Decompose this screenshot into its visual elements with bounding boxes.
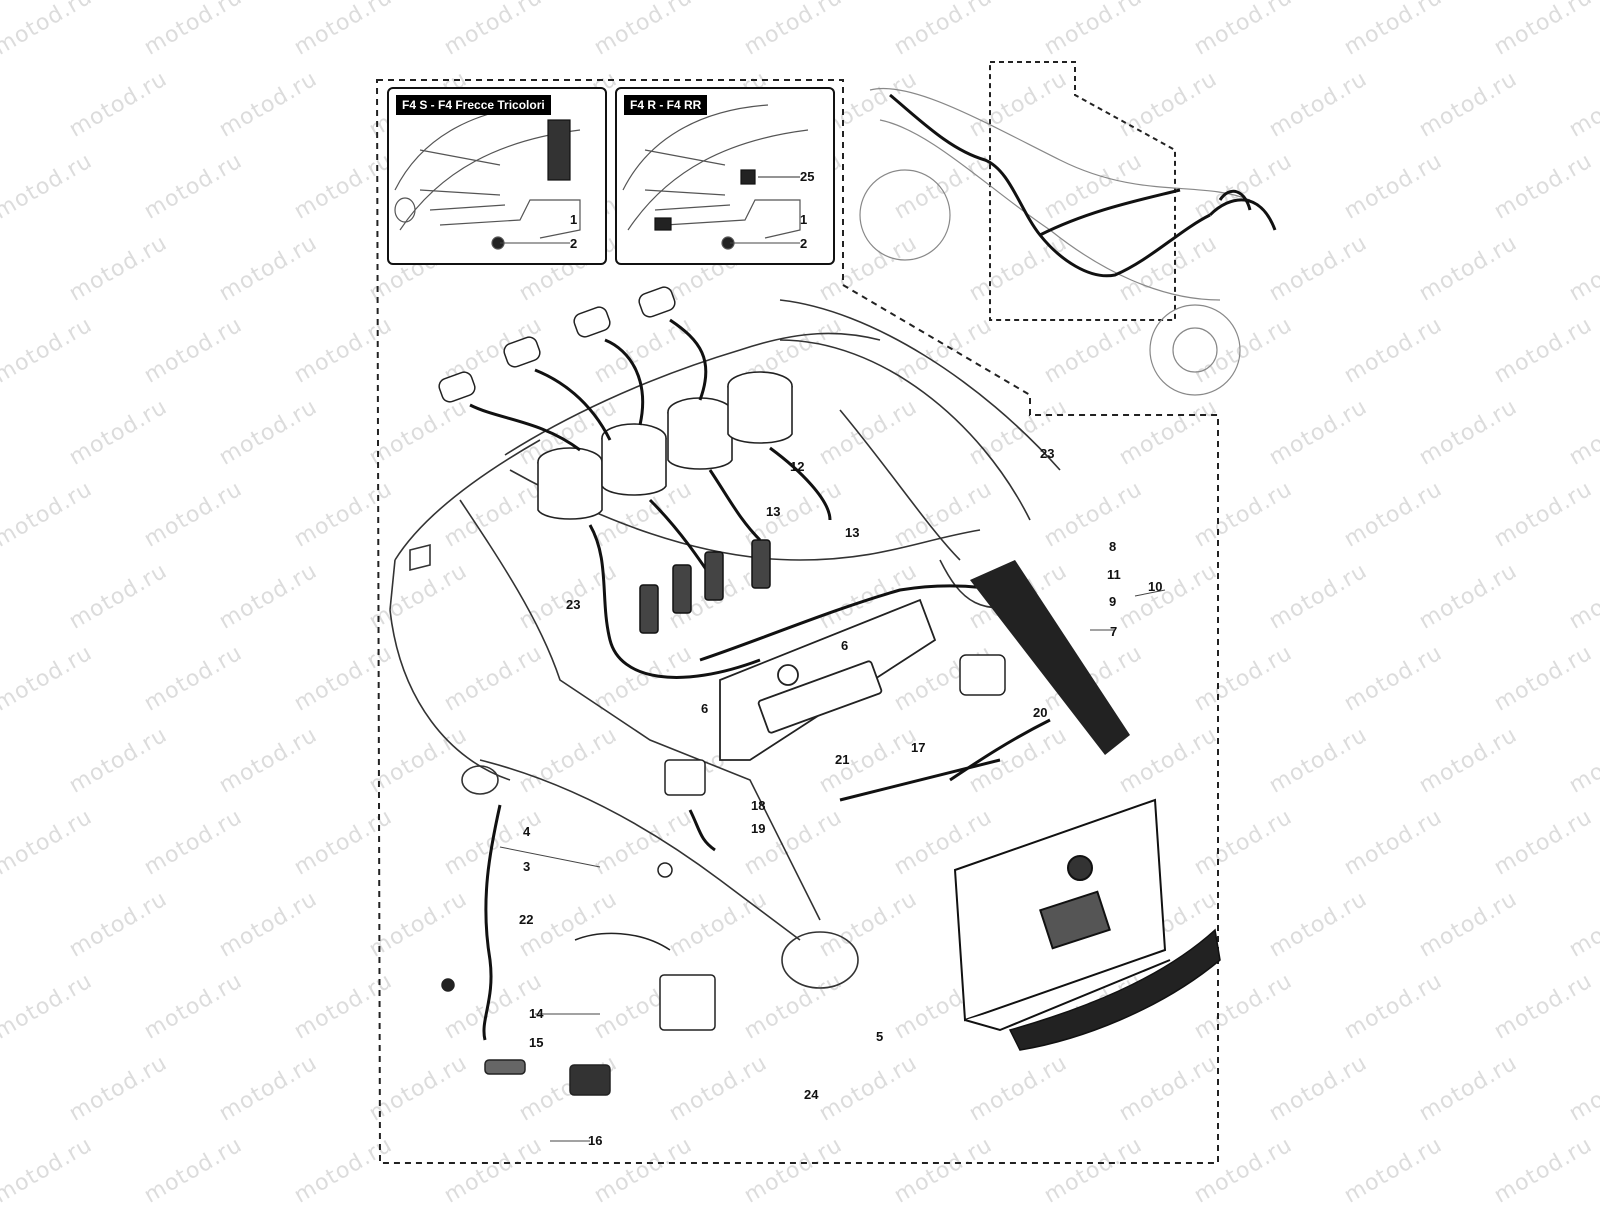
callout-18: 18 (751, 798, 766, 813)
callout-4: 4 (523, 824, 531, 839)
callout-17: 17 (911, 740, 926, 755)
callout-13-upper: 13 (766, 504, 781, 519)
ecu-unit (953, 798, 1171, 1032)
callout-6-plate: 6 (841, 638, 849, 653)
callout-15: 15 (529, 1035, 544, 1050)
callout-16: 16 (588, 1133, 603, 1148)
bike-overview-harness (889, 93, 1277, 278)
inset-1-callout-2: 2 (570, 236, 578, 251)
callout-7: 7 (1110, 624, 1118, 639)
callout-13-lower: 13 (845, 525, 860, 540)
inset-1-callout-1: 1 (570, 212, 578, 227)
ignition-coils (438, 286, 676, 403)
ecu-strap (1008, 928, 1221, 1051)
inset-1-sketch (394, 104, 581, 250)
callout-5: 5 (876, 1029, 884, 1044)
callout-12: 12 (790, 459, 805, 474)
lower-components (441, 654, 1006, 1096)
callout-6-left: 6 (701, 701, 709, 716)
bike-overview-sketch (859, 87, 1251, 396)
callout-11: 11 (1107, 567, 1121, 582)
callout-9: 9 (1109, 594, 1117, 609)
callout-21: 21 (835, 752, 850, 767)
callout-14: 14 (529, 1006, 544, 1021)
bracket-plate (719, 598, 937, 761)
callout-3: 3 (523, 859, 531, 874)
throttle-bodies (537, 371, 793, 520)
inset-1-title: F4 S - F4 Frecce Tricolori (396, 95, 551, 115)
overview-dashed-box (989, 61, 1176, 321)
callout-24: 24 (804, 1087, 819, 1102)
inset-2-title: F4 R - F4 RR (624, 95, 708, 115)
heat-shield-strip (970, 560, 1130, 755)
callout-19: 19 (751, 821, 766, 836)
inset-2-callout-2: 2 (800, 236, 808, 251)
injectors (639, 539, 771, 634)
wiring-harness (469, 318, 1051, 1041)
inset-2-callout-1: 1 (800, 212, 808, 227)
callout-23-left: 23 (566, 597, 581, 612)
callout-8: 8 (1109, 539, 1117, 554)
inset-2-sketch (622, 104, 809, 250)
callout-20: 20 (1033, 705, 1048, 720)
callout-22: 22 (519, 912, 534, 927)
callout-10: 10 (1148, 579, 1163, 594)
callout-23-top: 23 (1040, 446, 1055, 461)
inset-2-callout-25: 25 (800, 169, 815, 184)
leader-lines (499, 242, 1166, 1142)
main-dashed-boundary (375, 79, 1219, 1164)
